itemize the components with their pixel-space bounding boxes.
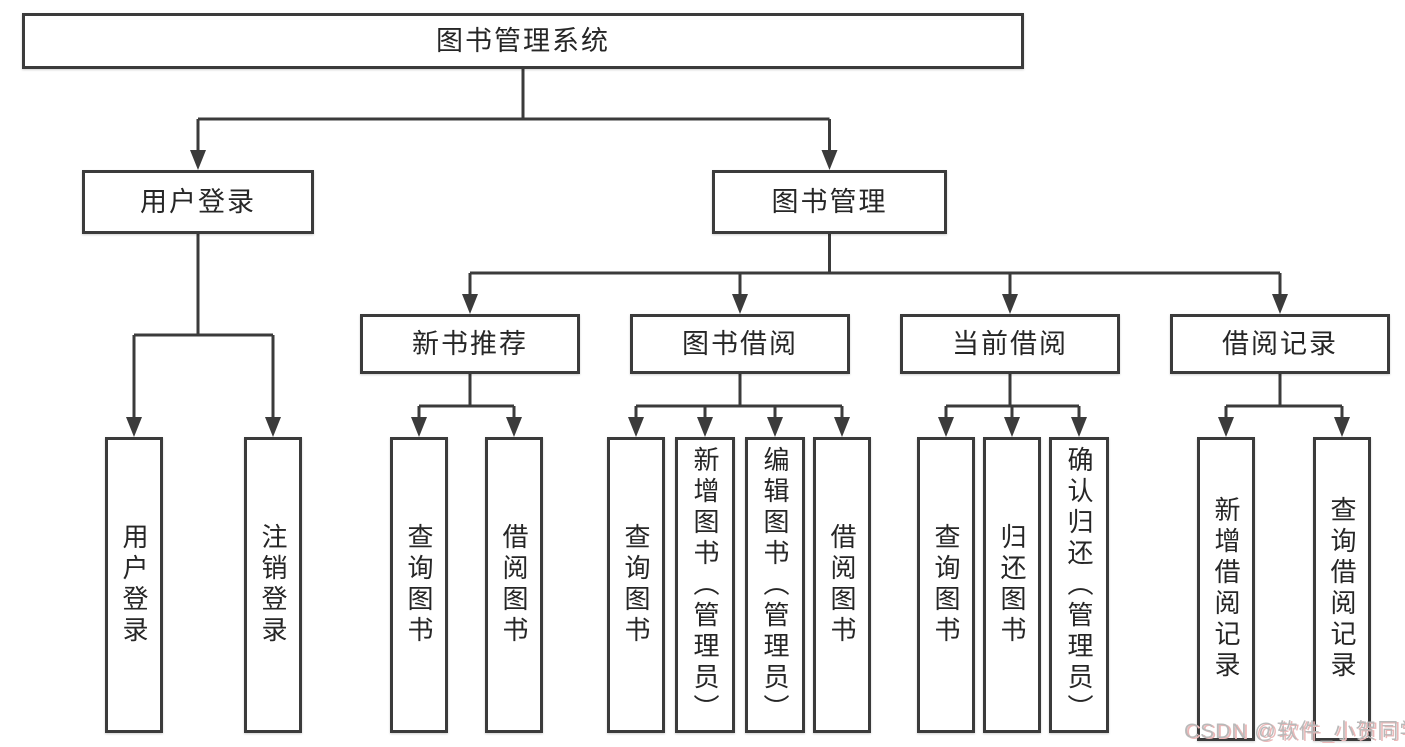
arrowhead-into-v-query-book-3	[938, 417, 954, 437]
node-label-v-query-book-1: 查询图书	[404, 523, 434, 647]
node-label-v-query-book-2: 查询图书	[621, 523, 651, 647]
edge-from-root	[196, 69, 831, 154]
arrowhead-into-v-user-login	[126, 417, 142, 437]
arrowhead-into-user-login	[190, 150, 206, 170]
arrowhead-into-v-borrow-book-2	[834, 417, 850, 437]
node-v-query-borrow-record: 查询借阅记录	[1313, 437, 1371, 741]
node-label-v-user-login: 用户登录	[119, 523, 149, 647]
arrowhead-into-v-add-book-admin	[697, 417, 713, 437]
node-label-v-query-borrow-record: 查询借阅记录	[1327, 496, 1357, 682]
node-root: 图书管理系统	[22, 13, 1024, 69]
node-label-user-login: 用户登录	[140, 186, 256, 217]
node-label-borrow-records: 借阅记录	[1222, 328, 1338, 359]
arrowhead-into-v-query-book-2	[628, 417, 644, 437]
node-label-v-query-book-3: 查询图书	[931, 523, 961, 647]
edge-from-user-login	[132, 234, 275, 421]
node-label-v-return-book: 归还图书	[997, 523, 1027, 647]
arrowhead-into-v-query-borrow-record	[1334, 417, 1350, 437]
node-v-query-book-2: 查询图书	[607, 437, 665, 733]
node-v-user-login: 用户登录	[105, 437, 163, 733]
node-borrow-records: 借阅记录	[1170, 314, 1390, 374]
node-label-v-logout: 注销登录	[258, 523, 288, 647]
arrowhead-into-v-query-book-1	[411, 417, 427, 437]
arrowhead-into-book-borrowing	[732, 294, 748, 314]
node-v-query-book-1: 查询图书	[390, 437, 448, 733]
arrowhead-into-v-confirm-return-admin	[1071, 417, 1087, 437]
edge-from-current-borrowing	[944, 374, 1081, 421]
node-v-borrow-book-1: 借阅图书	[485, 437, 543, 733]
node-label-v-add-book-admin: 新增图书（管理员）	[690, 445, 720, 725]
arrowhead-into-v-logout	[265, 417, 281, 437]
arrowhead-into-book-management	[821, 150, 838, 170]
node-label-current-borrowing: 当前借阅	[952, 328, 1068, 359]
node-label-book-borrowing: 图书借阅	[682, 328, 798, 359]
arrowhead-into-v-return-book	[1004, 417, 1020, 437]
node-label-v-borrow-book-2: 借阅图书	[827, 523, 857, 647]
edge-from-book-management	[468, 234, 1282, 298]
node-book-borrowing: 图书借阅	[630, 314, 850, 374]
node-label-v-edit-book-admin: 编辑图书（管理员）	[760, 445, 790, 725]
node-v-add-borrow-record: 新增借阅记录	[1197, 437, 1255, 741]
node-label-root: 图书管理系统	[436, 25, 610, 56]
arrowhead-into-v-add-borrow-record	[1218, 417, 1234, 437]
node-label-book-management: 图书管理	[771, 186, 888, 217]
node-new-book-recommend: 新书推荐	[360, 314, 580, 374]
node-v-edit-book-admin: 编辑图书（管理员）	[745, 437, 805, 733]
node-label-new-book-recommend: 新书推荐	[412, 328, 528, 359]
node-current-borrowing: 当前借阅	[900, 314, 1120, 374]
node-book-management: 图书管理	[712, 170, 947, 234]
node-label-v-confirm-return-admin: 确认归还（管理员）	[1064, 445, 1094, 725]
node-label-v-borrow-book-1: 借阅图书	[499, 523, 529, 647]
arrowhead-into-v-edit-book-admin	[767, 417, 783, 437]
edge-from-borrow-records	[1224, 374, 1344, 421]
node-user-login: 用户登录	[82, 170, 314, 234]
arrowhead-into-new-book-recommend	[462, 294, 478, 314]
edge-from-new-book-recommend	[417, 374, 516, 421]
node-v-logout: 注销登录	[244, 437, 302, 733]
arrowhead-into-v-borrow-book-1	[506, 417, 522, 437]
edge-from-book-borrowing	[634, 374, 844, 421]
arrowhead-into-current-borrowing	[1002, 294, 1018, 314]
node-v-add-book-admin: 新增图书（管理员）	[675, 437, 735, 733]
node-v-query-book-3: 查询图书	[917, 437, 975, 733]
arrowhead-into-borrow-records	[1272, 294, 1288, 314]
node-v-return-book: 归还图书	[983, 437, 1041, 733]
watermark-text: CSDN @软件_小贺同学	[1184, 720, 1405, 743]
node-label-v-add-borrow-record: 新增借阅记录	[1211, 496, 1241, 682]
node-v-borrow-book-2: 借阅图书	[813, 437, 871, 733]
node-v-confirm-return-admin: 确认归还（管理员）	[1049, 437, 1109, 733]
